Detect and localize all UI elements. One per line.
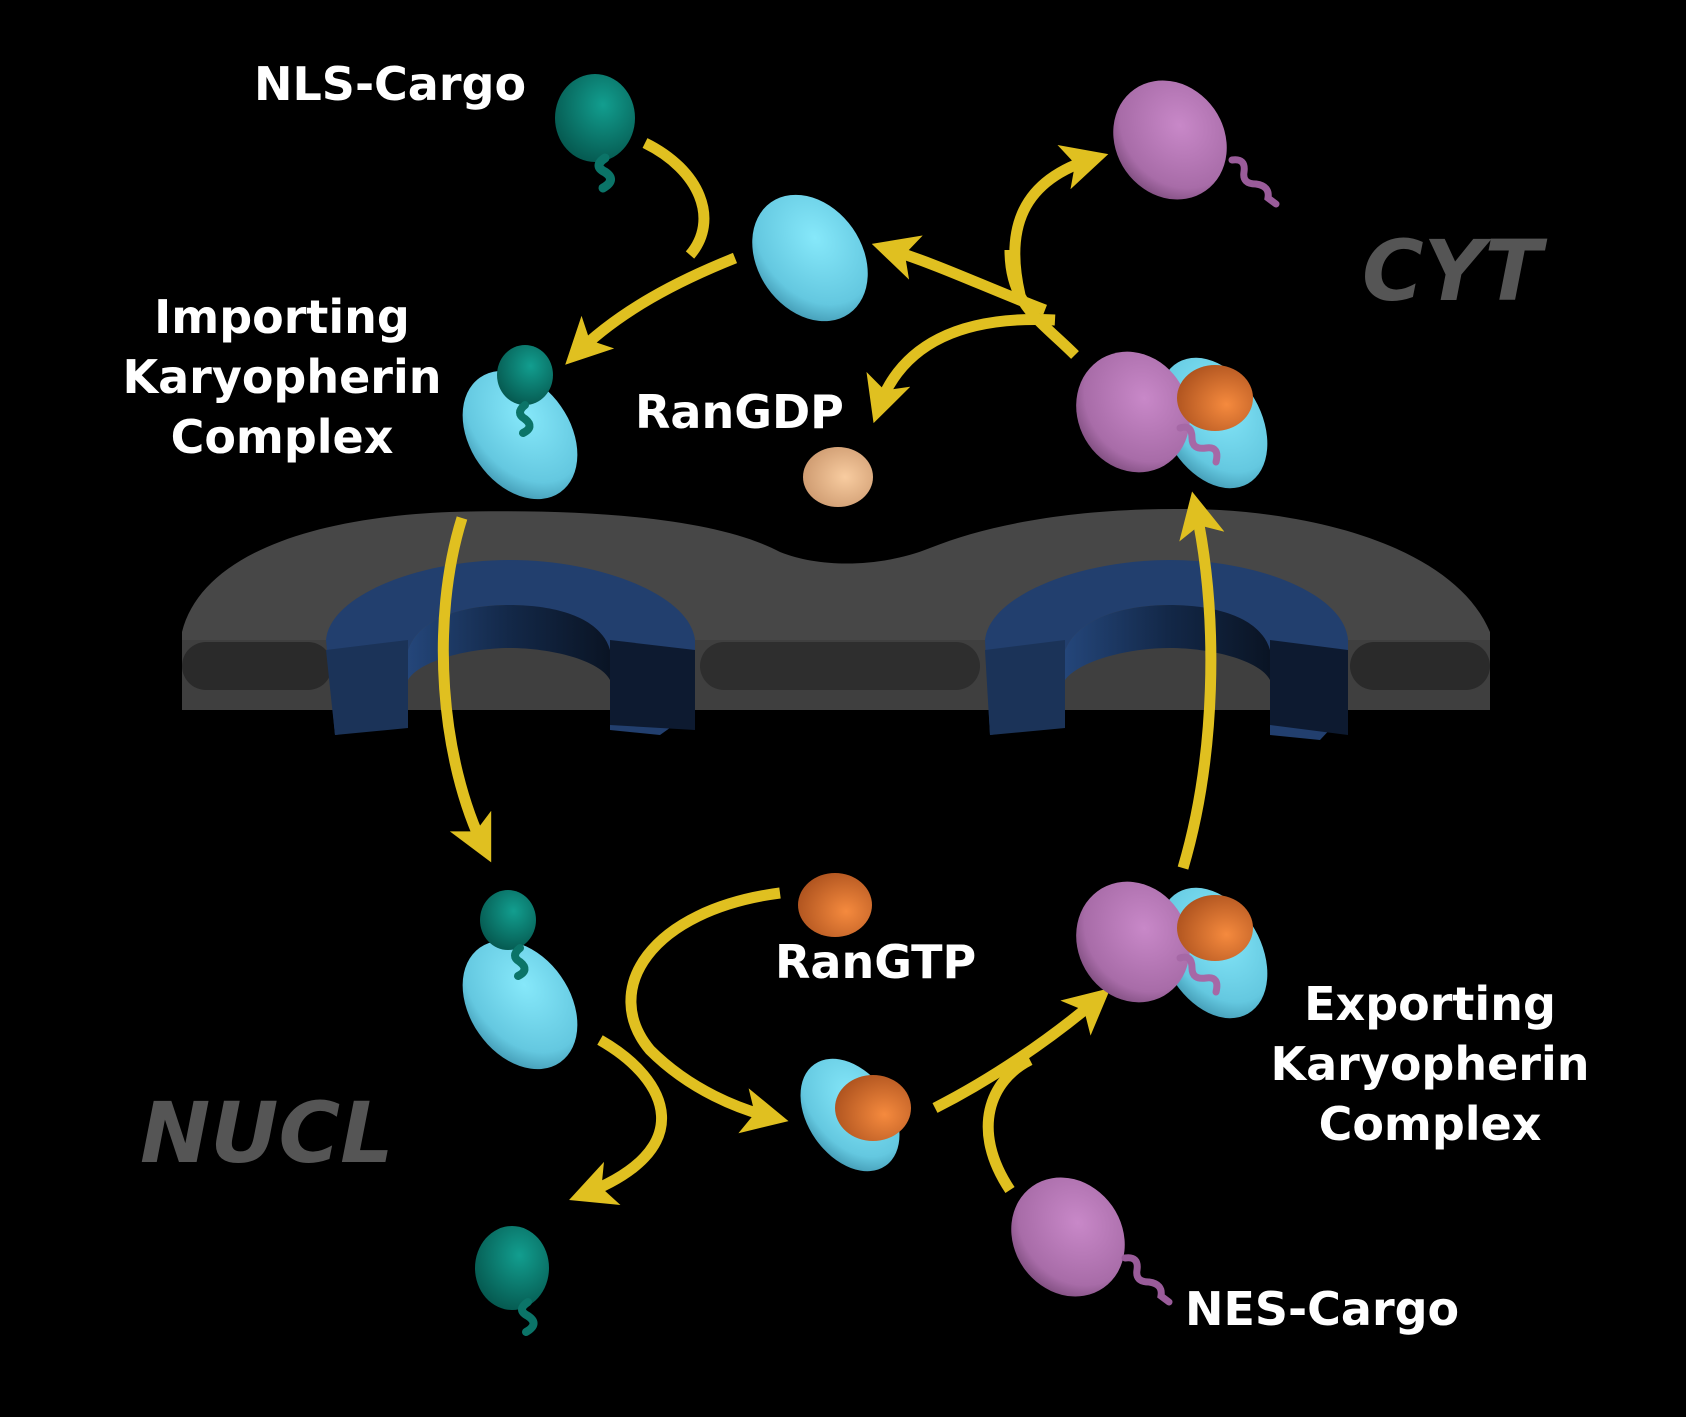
arrow-to-export-complex xyxy=(932,987,1111,1113)
lumen-left xyxy=(182,642,332,690)
label-exporting-line3: Complex xyxy=(1319,1097,1542,1151)
label-importing-line2: Karyopherin xyxy=(122,350,441,404)
lumen-middle xyxy=(700,642,980,690)
arrow-export-through-pore xyxy=(1177,491,1225,870)
nes-cargo-nucl xyxy=(1011,1177,1173,1306)
nes-cargo-free xyxy=(1113,80,1280,208)
exporting-karyopherin-complex-nucl xyxy=(1076,881,1268,1019)
region-label-cytoplasm: CYT xyxy=(1362,222,1547,320)
arrow-release-karyopherin xyxy=(871,235,1047,316)
karyopherin-free xyxy=(752,194,868,322)
arrow-to-rangdp xyxy=(866,313,1056,424)
importing-karyopherin-complex-nucl xyxy=(462,890,578,1070)
label-importing-line1: Importing xyxy=(154,290,410,344)
label-exporting-line1: Exporting xyxy=(1304,977,1556,1031)
exporting-karyopherin-complex-cyt xyxy=(1076,351,1268,489)
label-importing-line3: Complex xyxy=(171,410,394,464)
arrow-to-import-complex xyxy=(565,252,738,365)
nls-cargo-free xyxy=(555,74,635,193)
nuclear-pore-import xyxy=(326,560,695,735)
karyopherin-rangtp-complex xyxy=(800,1058,911,1172)
label-nes-cargo: NES-Cargo xyxy=(1185,1282,1459,1336)
nuclear-pore-export xyxy=(985,560,1348,740)
arrow-nls-join xyxy=(642,138,710,259)
label-exporting-line2: Karyopherin xyxy=(1270,1037,1589,1091)
arrow-release-nls xyxy=(569,1035,668,1206)
nls-cargo-released xyxy=(475,1226,549,1336)
arrow-import-through-pore xyxy=(437,516,492,863)
arrow-nes-join xyxy=(982,1055,1033,1194)
arrows xyxy=(437,138,1225,1206)
importing-karyopherin-complex xyxy=(462,345,578,500)
lumen-right xyxy=(1350,642,1490,690)
ran-gdp xyxy=(803,447,873,507)
label-rangtp: RanGTP xyxy=(775,935,976,989)
ran-gtp-free xyxy=(798,873,872,937)
label-nls-cargo: NLS-Cargo xyxy=(254,57,526,111)
label-rangdp: RanGDP xyxy=(635,385,844,439)
region-label-nucleus: NUCL xyxy=(140,1084,394,1182)
arrow-ran-gtp-loop xyxy=(625,887,789,1134)
arrow-release-nes xyxy=(1009,144,1109,297)
